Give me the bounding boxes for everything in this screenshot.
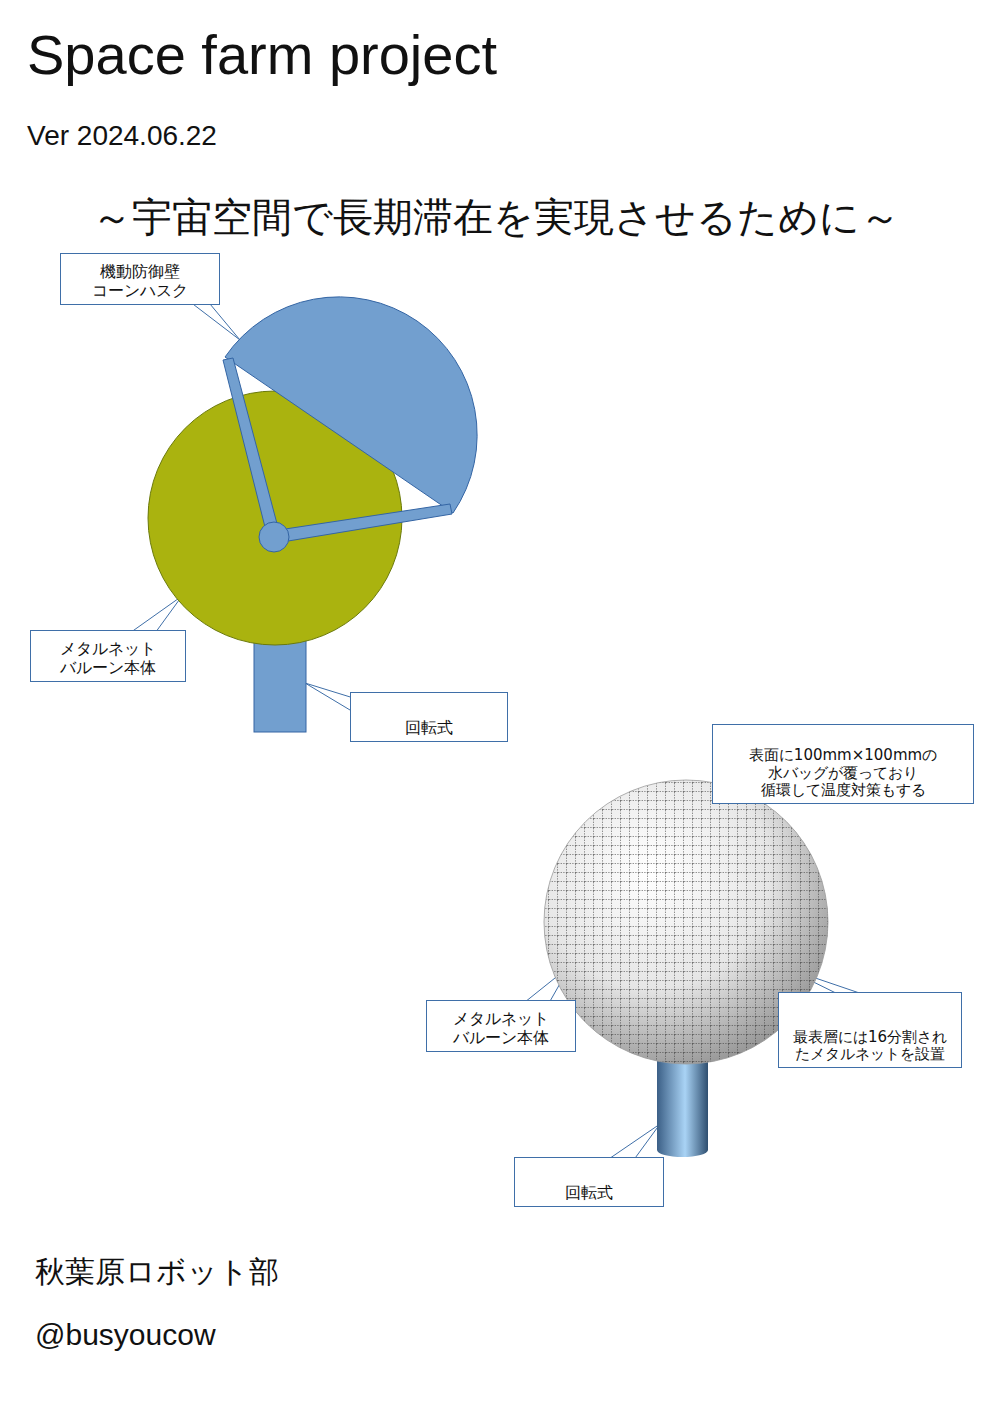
- rotating-mast: [657, 1143, 708, 1157]
- callout-box: 回転式: [514, 1157, 664, 1207]
- author-handle: @busyoucow: [35, 1318, 216, 1352]
- callout-text: メタルネット バルーン本体: [435, 1010, 567, 1047]
- subtitle: ～宇宙空間で長期滞在を実現させるために～: [0, 190, 992, 245]
- shield-arm: [223, 358, 280, 539]
- shield-hub: [259, 522, 289, 552]
- version-label: Ver 2024.06.22: [27, 120, 217, 152]
- shield-arm: [272, 504, 452, 543]
- page-title: Space farm project: [27, 22, 497, 87]
- callout-box: 表面に100mm×100mmの 水バッグが覆っており 循環して温度対策もする: [712, 724, 974, 804]
- callout-text: 最表層には16分割されたメタルネットを設置: [787, 1029, 953, 1064]
- callout-box: 機動防御壁 コーンハスク: [60, 253, 220, 305]
- callout-box: 最表層には16分割されたメタルネットを設置: [778, 992, 962, 1068]
- callout-text: メタルネット バルーン本体: [39, 640, 177, 677]
- callout-box: メタルネット バルーン本体: [426, 1000, 576, 1052]
- callout-text: 回転式: [565, 1184, 613, 1202]
- callout-text: 表面に100mm×100mmの 水バッグが覆っており 循環して温度対策もする: [721, 747, 965, 799]
- callout-box: メタルネット バルーン本体: [30, 630, 186, 682]
- callout-text: 回転式: [405, 719, 453, 737]
- callout-box: 回転式: [350, 692, 508, 742]
- rotating-mast: [254, 640, 306, 732]
- callout-text: 機動防御壁 コーンハスク: [69, 263, 211, 300]
- author-group: 秋葉原ロボット部: [35, 1252, 279, 1293]
